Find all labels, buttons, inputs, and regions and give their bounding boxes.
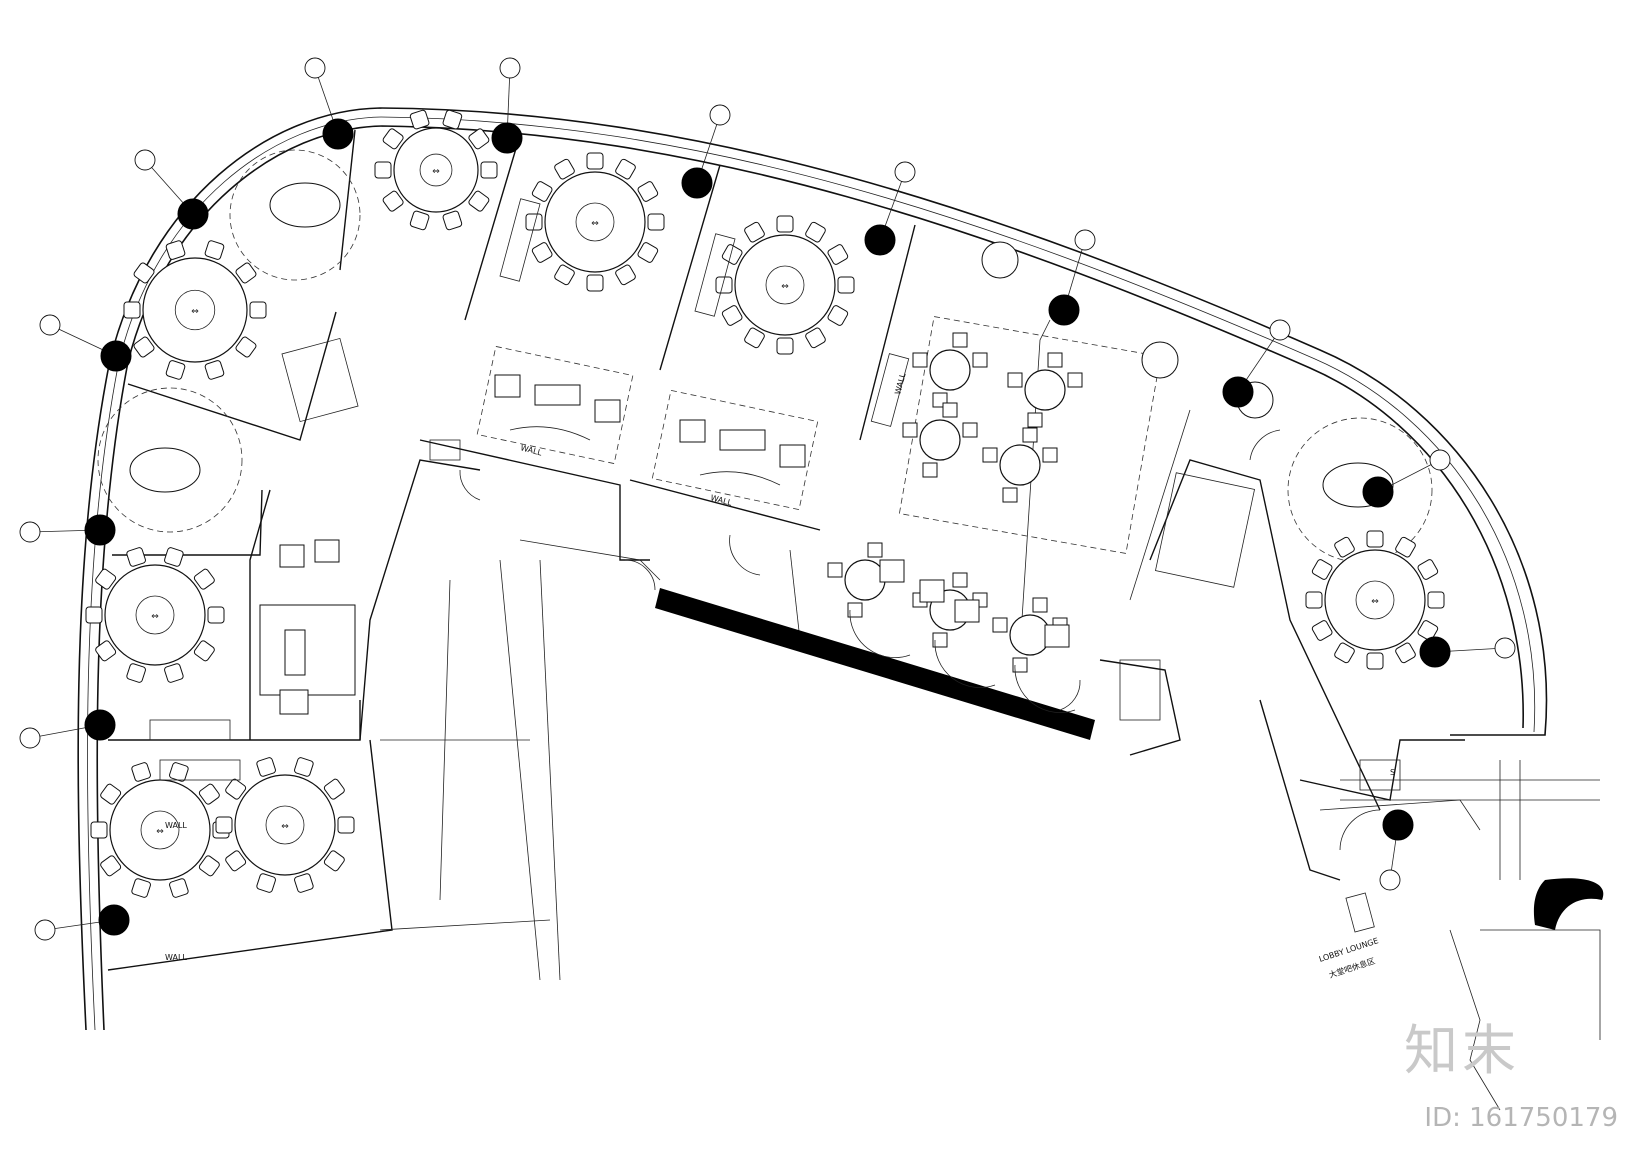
- axis-bubble: [34, 919, 56, 941]
- feature-wall: [655, 588, 1095, 740]
- svg-text:⇔: ⇔: [156, 827, 164, 837]
- axis-bubble: [1269, 319, 1291, 341]
- round-table: ⇔: [90, 762, 230, 898]
- svg-text:⇔: ⇔: [191, 307, 199, 317]
- column: [1048, 229, 1096, 326]
- wall-tag-5: WALL: [893, 372, 907, 396]
- round-table: ⇔: [525, 152, 665, 292]
- column: [39, 314, 132, 372]
- dining-tables: ⇔ ⇔ ⇔ ⇔ ⇔ ⇔ ⇔ ⇔: [85, 109, 1445, 898]
- wall-tag-1: WALL: [519, 443, 543, 457]
- axis-bubble: [1494, 637, 1516, 659]
- axis-bubble: [499, 57, 521, 79]
- axis-bubble: [304, 57, 326, 79]
- axis-bubble: [39, 314, 61, 336]
- axis-bubble: [1429, 449, 1451, 471]
- round-table: ⇔: [123, 240, 267, 380]
- column: [1362, 449, 1451, 508]
- axis-bubble: [134, 149, 156, 171]
- svg-text:⇔: ⇔: [281, 822, 289, 832]
- column: [1222, 319, 1291, 408]
- axis-bubble: [894, 161, 916, 183]
- watermark-logo: 知末: [1404, 1019, 1520, 1082]
- column: [1379, 809, 1414, 891]
- svg-text:⇔: ⇔: [151, 612, 159, 622]
- axis-bubble: [1074, 229, 1096, 251]
- wall-tag-3: WALL: [165, 821, 187, 830]
- round-table: ⇔: [215, 757, 355, 893]
- axis-bubble: [19, 521, 41, 543]
- round-table: ⇔: [1305, 530, 1445, 670]
- round-table: ⇔: [715, 215, 855, 355]
- wall-tag-2: WALL: [709, 493, 733, 507]
- round-table: ⇔: [85, 547, 225, 683]
- column: [304, 57, 354, 150]
- service-units: [149, 198, 1401, 933]
- lounge-table: [1007, 352, 1083, 428]
- section-mark: S: [1390, 768, 1395, 777]
- lounge-table: [902, 402, 978, 478]
- lounge-table: [982, 427, 1058, 503]
- stair-core: [1533, 878, 1604, 930]
- column: [864, 161, 916, 256]
- column: [19, 514, 116, 546]
- svg-text:⇔: ⇔: [432, 167, 440, 177]
- column: [34, 904, 130, 941]
- axis-bubble: [709, 104, 731, 126]
- lounge-furniture: [129, 182, 1394, 715]
- axis-bubble: [1379, 869, 1401, 891]
- column: [491, 57, 523, 154]
- column: [1419, 636, 1516, 668]
- structural-columns: [19, 57, 1516, 941]
- svg-text:⇔: ⇔: [591, 219, 599, 229]
- svg-text:⇔: ⇔: [781, 282, 789, 292]
- lounge-table: [912, 332, 988, 408]
- column: [681, 104, 731, 199]
- round-table: ⇔: [374, 109, 498, 231]
- watermark-id: ID: 161750179: [1424, 1103, 1618, 1133]
- wall-tag-4: WALL: [165, 953, 187, 962]
- axis-bubble: [19, 727, 41, 749]
- svg-text:⇔: ⇔: [1371, 597, 1379, 607]
- doors: [459, 429, 1381, 851]
- column: [19, 709, 116, 749]
- column: [134, 149, 209, 230]
